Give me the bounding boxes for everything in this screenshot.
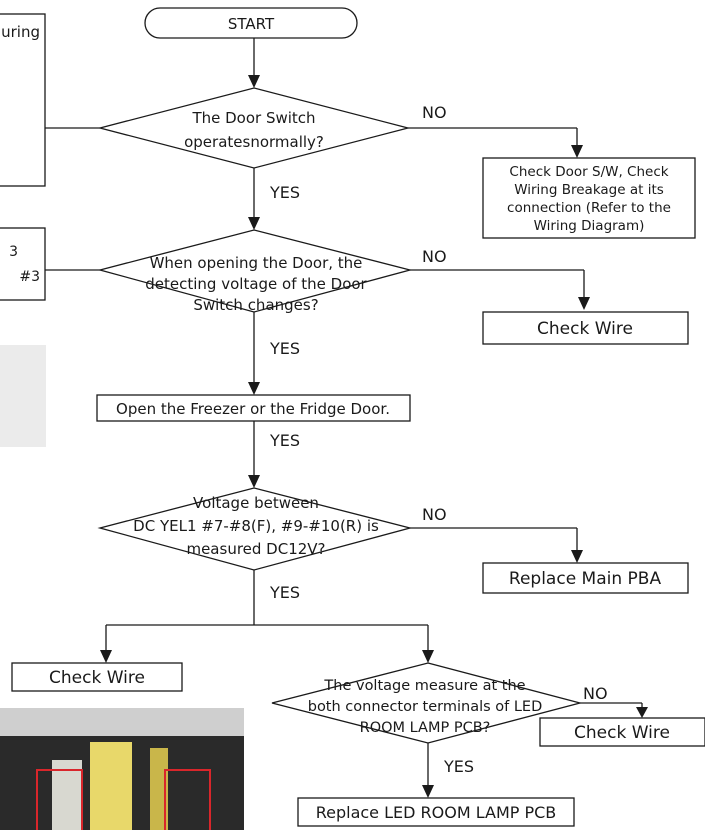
label-no-1: NO (422, 103, 447, 122)
photo-highlight-right (164, 769, 211, 830)
decision-yel1-line1: Voltage between (193, 494, 319, 512)
decision-door-switch-line1: The Door Switch (191, 109, 315, 127)
decision-yel1-line2: DC YEL1 #7-#8(F), #9-#10(R) is (133, 517, 379, 535)
decision-voltage-change-line1: When opening the Door, the (150, 254, 363, 272)
left-partial-box-2-line2: #3 (19, 269, 40, 285)
decision-voltage-change-line3: Switch changes? (193, 296, 318, 314)
decision-led-terminals-line1: The voltage measure at the (323, 678, 525, 694)
start-label: START (228, 15, 275, 33)
box-check-wire-2: Check Wire (11, 662, 183, 692)
label-yes-2: YES (269, 339, 300, 358)
box-check-door-switch-line3: connection (Refer to the (507, 200, 671, 216)
label-yes-5: YES (443, 757, 474, 776)
box-check-door-switch-line1: Check Door S/W, Check (509, 164, 668, 180)
box-open-door: Open the Freezer or the Fridge Door. (96, 394, 411, 422)
label-yes-4: YES (269, 583, 300, 602)
decision-door-switch: The Door Switch operatesnormally? (97, 87, 411, 169)
box-replace-led-pcb: Replace LED ROOM LAMP PCB (297, 797, 575, 827)
connector-photo (0, 708, 244, 830)
decision-yel1-line3: measured DC12V? (186, 540, 325, 558)
decision-voltage-change-line2: detecting voltage of the Door (145, 275, 367, 293)
box-check-wire-3: Check Wire (539, 717, 705, 747)
box-replace-main-pba: Replace Main PBA (482, 562, 689, 594)
photo-highlight-left (36, 769, 83, 830)
label-no-3: NO (422, 505, 447, 524)
box-replace-led-pcb-text: Replace LED ROOM LAMP PCB (316, 803, 557, 822)
box-check-door-switch: Check Door S/W, Check Wiring Breakage at… (482, 157, 696, 239)
decision-voltage-change: When opening the Door, the detecting vol… (97, 229, 413, 314)
decision-door-switch-line2: operatesnormally? (184, 133, 324, 151)
decision-led-terminals-line3: ROOM LAMP PCB? (360, 720, 491, 736)
left-partial-box-2: 3 #3 (0, 227, 46, 301)
box-check-wire-1: Check Wire (482, 311, 689, 345)
left-gray-panel (0, 345, 46, 447)
label-yes-3: YES (269, 431, 300, 450)
box-check-door-switch-line4: Wiring Diagram) (534, 218, 645, 234)
box-check-door-switch-line2: Wiring Breakage at its (514, 182, 664, 198)
label-no-2: NO (422, 247, 447, 266)
label-yes-1: YES (269, 183, 300, 202)
decision-yel1: Voltage between DC YEL1 #7-#8(F), #9-#10… (97, 487, 413, 571)
box-replace-main-pba-text: Replace Main PBA (509, 569, 662, 589)
box-check-wire-2-text: Check Wire (49, 668, 145, 688)
left-partial-box-1-text: uring (1, 23, 40, 41)
box-check-wire-3-text: Check Wire (574, 723, 670, 743)
label-no-4: NO (583, 684, 608, 703)
start-terminal: START (144, 7, 358, 39)
left-partial-box-2-line1: 3 (9, 244, 18, 260)
left-partial-box-1: uring (0, 13, 46, 187)
box-check-wire-1-text: Check Wire (537, 319, 633, 339)
box-open-door-text: Open the Freezer or the Fridge Door. (116, 400, 390, 418)
decision-led-terminals: The voltage measure at the both connecto… (271, 662, 583, 744)
decision-led-terminals-line2: both connector terminals of LED (308, 699, 543, 715)
